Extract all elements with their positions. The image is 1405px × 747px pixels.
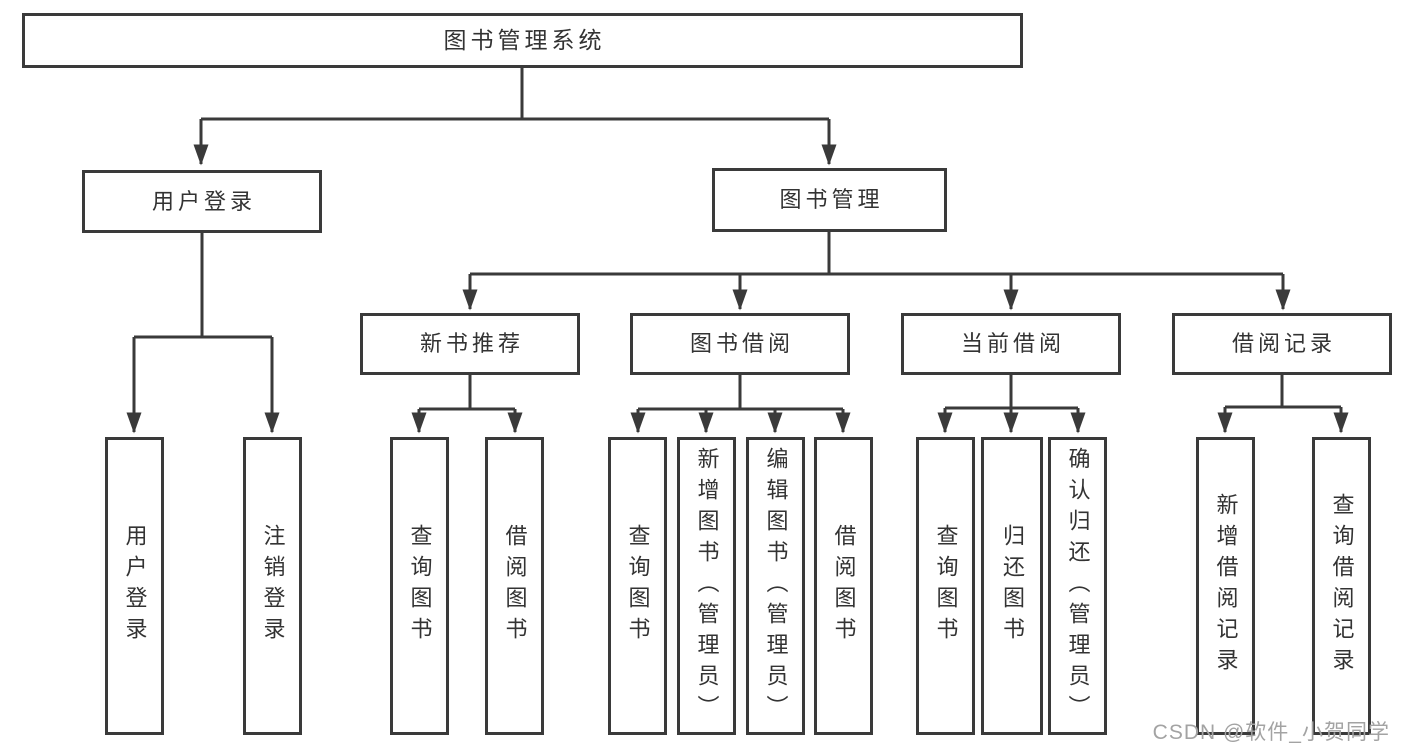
- node-book-borrowing: 图书借阅: [630, 313, 850, 375]
- leaf-label: 编辑图书（管理员）: [763, 446, 789, 726]
- node-user-login: 用户登录: [82, 170, 322, 233]
- leaf-label: 查询图书: [407, 524, 433, 648]
- node-label: 图书管理系统: [443, 27, 606, 53]
- node-book-management: 图书管理: [712, 168, 947, 232]
- node-borrowing-records: 借阅记录: [1172, 313, 1392, 375]
- node-current-borrowing: 当前借阅: [901, 313, 1121, 375]
- node-label: 图书借阅: [689, 331, 794, 356]
- branch-book-borrow: [638, 375, 843, 411]
- branch-new-book-rec: [419, 375, 515, 411]
- leaf-current-query-books: 查询图书: [916, 437, 975, 735]
- leaf-rec-query-books: 查询图书: [390, 437, 449, 735]
- leaf-label: 新增图书（管理员）: [694, 446, 720, 726]
- leaf-user-login: 用户登录: [105, 437, 164, 735]
- leaf-logout: 注销登录: [243, 437, 302, 735]
- node-label: 借阅记录: [1231, 331, 1336, 356]
- branch-user-login: [134, 233, 272, 339]
- leaf-return-books: 归还图书: [981, 437, 1043, 735]
- node-label: 图书管理: [779, 187, 884, 212]
- node-label: 新书推荐: [419, 331, 524, 356]
- leaf-add-borrow-record: 新增借阅记录: [1196, 437, 1255, 735]
- branch-borrow-records: [1225, 375, 1341, 409]
- leaf-borrow-borrow-books: 借阅图书: [814, 437, 873, 735]
- leaf-label: 查询图书: [625, 524, 651, 648]
- node-new-book-recommendation: 新书推荐: [360, 313, 580, 375]
- leaf-label: 查询图书: [933, 524, 959, 648]
- leaf-label: 确认归还（管理员）: [1065, 446, 1091, 726]
- leaf-label: 查询借阅记录: [1329, 493, 1355, 679]
- leaf-rec-borrow-books: 借阅图书: [485, 437, 544, 735]
- node-library-system: 图书管理系统: [22, 13, 1023, 68]
- leaf-edit-book-admin: 编辑图书（管理员）: [746, 437, 805, 735]
- leaf-label: 新增借阅记录: [1213, 493, 1239, 679]
- branch-root: [201, 68, 829, 121]
- leaf-query-borrow-record: 查询借阅记录: [1312, 437, 1371, 735]
- branch-current-borrow: [945, 375, 1078, 410]
- branch-book-mgmt: [470, 232, 1283, 276]
- leaf-label: 注销登录: [260, 524, 286, 648]
- leaf-borrow-query-books: 查询图书: [608, 437, 667, 735]
- leaf-label: 借阅图书: [831, 524, 857, 648]
- leaf-add-book-admin: 新增图书（管理员）: [677, 437, 736, 735]
- node-label: 当前借阅: [960, 331, 1065, 356]
- leaf-confirm-return-admin: 确认归还（管理员）: [1048, 437, 1107, 735]
- leaf-label: 归还图书: [1000, 524, 1025, 648]
- leaf-label: 用户登录: [122, 524, 148, 648]
- csdn-watermark: CSDN @软件_小贺同学: [1152, 721, 1390, 744]
- node-label: 用户登录: [151, 188, 256, 214]
- leaf-label: 借阅图书: [502, 524, 528, 648]
